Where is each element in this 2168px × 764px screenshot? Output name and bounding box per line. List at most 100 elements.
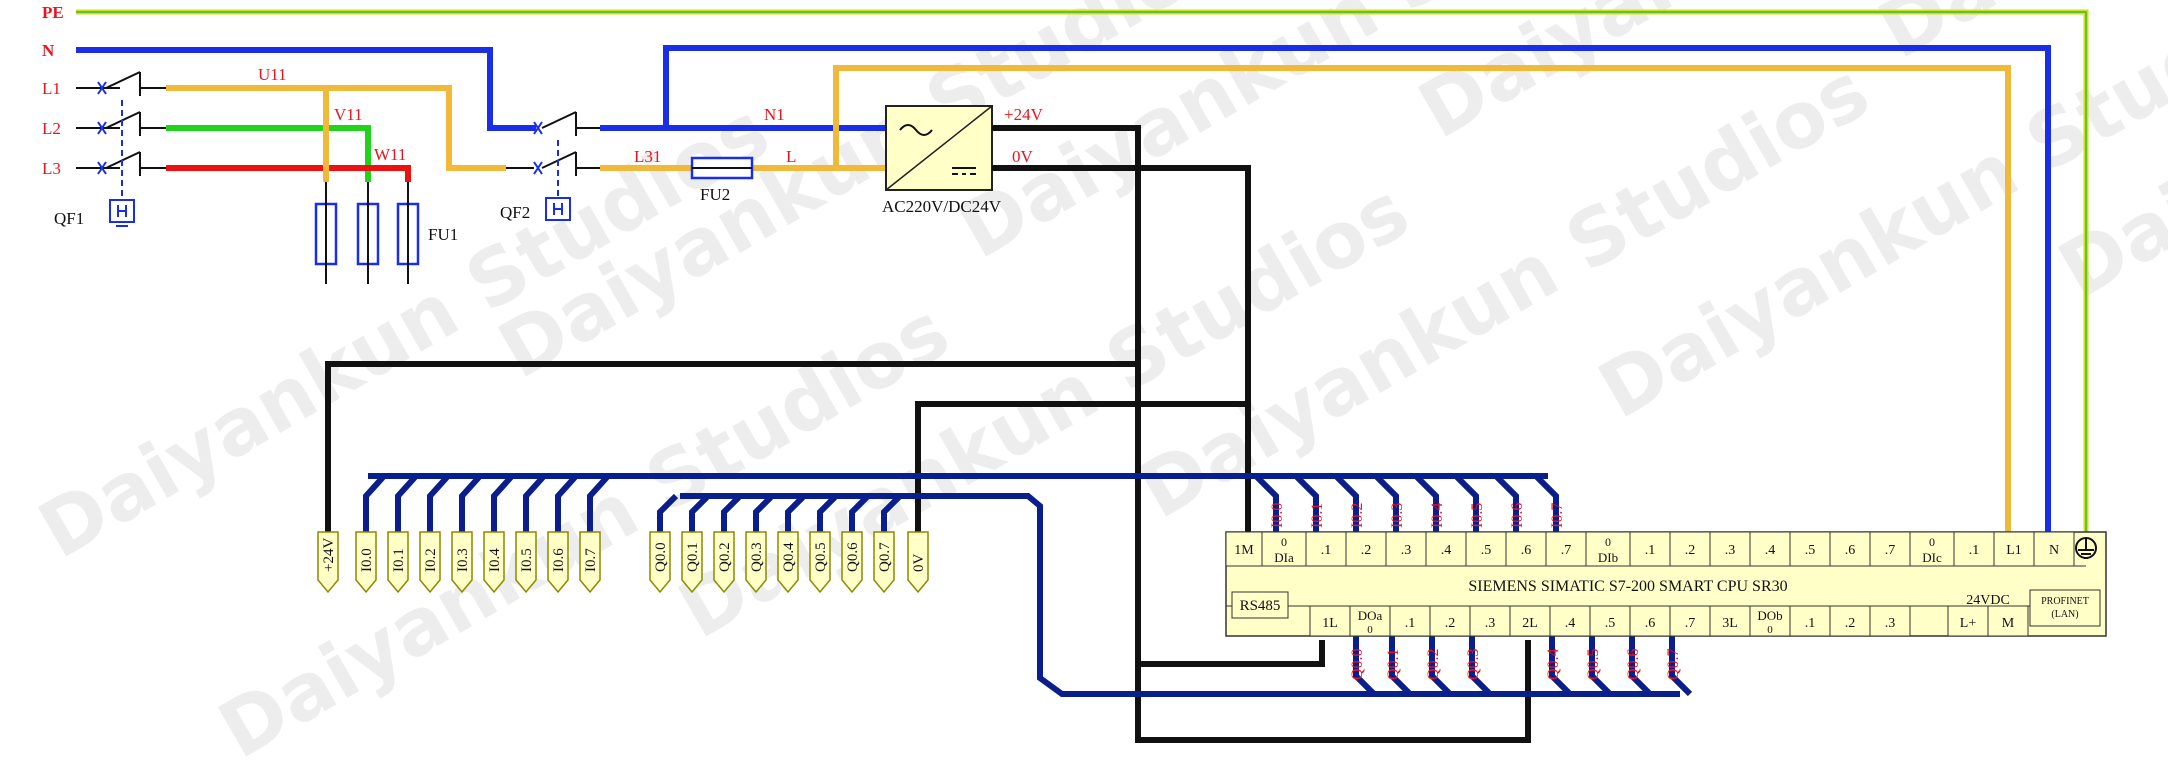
terminal-out-0-label: Q0.0 [653, 542, 669, 572]
plc-output-drop [1469, 636, 1493, 697]
input-signal-drop [395, 473, 419, 532]
plc-output-label: Q0.6 [1625, 648, 1642, 680]
terminal-out-6: Q0.6 [841, 531, 863, 594]
plc-bottom-cell-label: DOa [1358, 608, 1383, 623]
plc-bottom-cell [1789, 605, 1831, 637]
terminal-out-4-label: Q0.4 [781, 542, 797, 572]
output-signal-drop [657, 493, 679, 532]
terminal-out-3-label: Q0.3 [749, 542, 765, 572]
plc-input-drop [1493, 473, 1519, 532]
plc-input-label: I0.1 [1309, 503, 1326, 528]
plc-output-drop [1429, 636, 1453, 697]
earth-icon [2075, 537, 2097, 559]
plc-top-cell-label: 1M [1234, 543, 1254, 558]
terminal-out-1-shape [681, 531, 703, 594]
plc-bottom-cell-label: .3 [1485, 616, 1496, 631]
plc-input-label: I0.0 [1269, 503, 1286, 528]
plc-bottom-cell-label: DOb [1757, 608, 1782, 623]
plc-output-drop [1353, 636, 1377, 697]
plc-bottom-cell [1987, 605, 2029, 637]
plc-top-cell-label: .2 [1361, 543, 1372, 558]
terminal-in-0-label: +24V [321, 538, 337, 572]
terminal-out-7: Q0.7 [873, 531, 895, 594]
plc-bottom-cell [1509, 605, 1551, 637]
profinet-label: PROFINET [2041, 596, 2089, 607]
plc-bottom-cell-label: .2 [1445, 616, 1456, 631]
plc-top-cell-label: .4 [1441, 543, 1452, 558]
plc-top-cell [1585, 531, 1631, 567]
terminal-in-4: I0.3 [451, 531, 473, 594]
signal-wiring [363, 473, 1693, 697]
terminal-in-7-label: I0.6 [551, 548, 567, 572]
terminal-out-6-label: Q0.6 [845, 542, 861, 572]
plc-top-cell-label: L1 [2006, 543, 2022, 558]
terminal-in-3-shape [419, 531, 441, 594]
terminal-in-5-label: I0.4 [487, 548, 503, 572]
terminal-out-6-shape [841, 531, 863, 594]
terminal-out-7-label: Q0.7 [877, 542, 893, 572]
plc-top-cell-label: .1 [1645, 543, 1656, 558]
u11-wire [166, 85, 506, 171]
terminal-out-0-shape [649, 531, 671, 594]
plc-bottom-cell-label: .2 [1845, 616, 1856, 631]
plc-top-cell-sub: 0 [1929, 535, 1935, 549]
plc-top-cell-label: .6 [1521, 543, 1532, 558]
label-u11: U11 [258, 65, 287, 84]
plc-top-cell [1629, 531, 1671, 567]
label-n1: N1 [764, 105, 785, 124]
terminal-in-2-shape [387, 531, 409, 594]
plc-input-label: I0.5 [1469, 503, 1486, 528]
plc-top-cell-label: DIc [1922, 550, 1942, 565]
terminal-in-1: I0.0 [355, 531, 377, 594]
output-signal-drop [785, 493, 807, 532]
plc-top-cell-sub: 0 [1605, 535, 1611, 549]
plc-top-cell [1909, 531, 1955, 567]
input-signal-drop [587, 473, 611, 532]
terminal-out-3: Q0.3 [745, 531, 767, 594]
label-v11: V11 [334, 105, 363, 124]
fu1-fuses [314, 182, 420, 284]
plc-top-cell-label: DIa [1274, 550, 1294, 565]
profinet-port [2029, 589, 2101, 627]
plc-input-drop [1293, 473, 1319, 532]
plc-bottom-cell [1709, 605, 1751, 637]
terminal-in-6: I0.5 [515, 531, 537, 594]
terminal-in-6-label: I0.5 [519, 548, 535, 572]
plc-output-drop [1589, 636, 1613, 697]
label-n: N [42, 41, 55, 60]
plc-top-cell [1425, 531, 1467, 567]
terminal-out-4-shape [777, 531, 799, 594]
plc-bottom-cell-label: L+ [1960, 616, 1977, 631]
plc-top-cell-label: .1 [1969, 543, 1980, 558]
output-signal-drop [817, 493, 839, 532]
plc-bottom-cell-label: .1 [1805, 616, 1816, 631]
plc-bottom-cell-label: .6 [1645, 616, 1656, 631]
plc-top-cell-label: .7 [1885, 543, 1896, 558]
plc-bottom-cell-label: 1L [1322, 616, 1338, 631]
output-signal-drop [881, 493, 903, 532]
terminal-out-1-label: Q0.1 [685, 542, 701, 572]
plc-top-cell [2033, 531, 2075, 567]
plc-top-cell-label: .4 [1765, 543, 1776, 558]
plc-output-drop [1389, 636, 1413, 697]
label-l: L [786, 147, 796, 166]
plc-output-label: Q0.5 [1585, 648, 1602, 680]
input-signal-drop [523, 473, 547, 532]
plc-top-cell-label: DIb [1598, 550, 1618, 565]
n-wire [76, 47, 536, 131]
label-psu-0v: 0V [1012, 147, 1034, 166]
terminal-in-7: I0.6 [547, 531, 569, 594]
plc-top-cell-label: N [2049, 543, 2059, 558]
terminal-in-7-shape [547, 531, 569, 594]
terminal-in-3-label: I0.2 [423, 548, 439, 572]
label-qf1: QF1 [54, 209, 84, 228]
plc-input-drop [1413, 473, 1439, 532]
n-top-bus [663, 45, 2051, 556]
plc-top-cell [1749, 531, 1791, 567]
plc-output-drop [1549, 636, 1573, 697]
plc-bottom-cell-label: .3 [1885, 616, 1896, 631]
terminal-out-5: Q0.5 [809, 531, 831, 594]
terminal-out-2: Q0.2 [713, 531, 735, 594]
